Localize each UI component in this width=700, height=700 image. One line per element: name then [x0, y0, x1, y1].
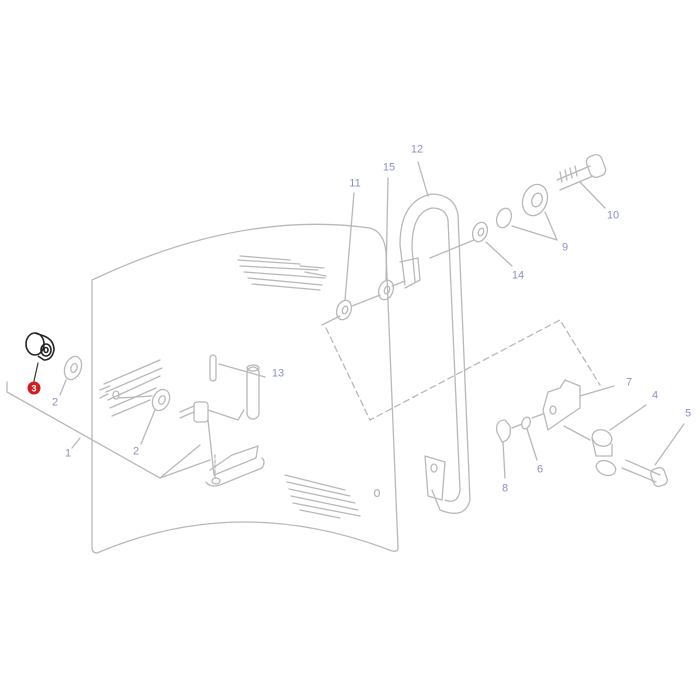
- callout-part-3-highlighted[interactable]: 3: [27, 381, 41, 395]
- window-panel: [91, 223, 399, 554]
- callout-part-13[interactable]: 13: [271, 367, 285, 380]
- pin-part-13: [209, 354, 266, 382]
- callout-part-9[interactable]: 9: [561, 241, 569, 254]
- dashed-assembly-line: [325, 319, 601, 421]
- callout-part-6[interactable]: 6: [536, 463, 544, 476]
- bushing-part-3-highlighted: [25, 332, 55, 361]
- washer-part-6: [511, 413, 544, 461]
- bolt-part-5: [621, 423, 685, 488]
- callout-part-4[interactable]: 4: [651, 389, 659, 402]
- washer-part-11: [335, 192, 355, 321]
- grab-handle-part-12: [399, 161, 471, 514]
- bracket-part-7: [542, 379, 615, 441]
- washer-part-2-mid: [117, 388, 171, 445]
- callout-part-11[interactable]: 11: [349, 177, 361, 190]
- callout-part-2-left[interactable]: 2: [51, 396, 59, 409]
- washer-part-9: [495, 183, 558, 241]
- nut-part-8: [496, 419, 511, 479]
- callout-part-2-mid[interactable]: 2: [132, 445, 140, 458]
- callout-part-14[interactable]: 14: [511, 269, 525, 282]
- callout-part-12[interactable]: 12: [410, 143, 424, 156]
- bolt-part-10: [556, 153, 607, 209]
- clamp-part-4: [591, 404, 647, 477]
- washer-part-14: [429, 221, 513, 267]
- washer-part-15: [377, 177, 395, 301]
- callout-part-8[interactable]: 8: [501, 482, 509, 495]
- callout-part-5[interactable]: 5: [684, 407, 692, 420]
- callout-part-7[interactable]: 7: [625, 376, 633, 389]
- callout-part-10[interactable]: 10: [606, 209, 620, 222]
- lever-handle-assembly: [159, 364, 265, 487]
- washer-part-2-left: [59, 355, 83, 396]
- callout-part-15[interactable]: 15: [382, 161, 396, 174]
- leader-part-1: [6, 381, 211, 479]
- callout-part-1[interactable]: 1: [64, 447, 72, 460]
